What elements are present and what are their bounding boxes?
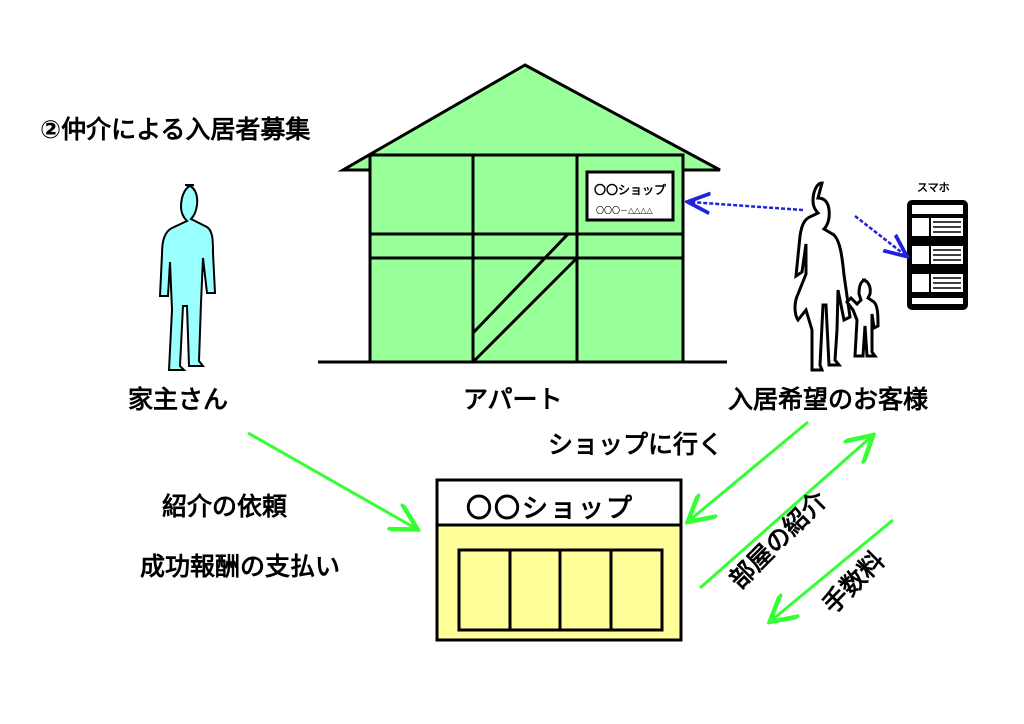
arrow-commission xyxy=(772,518,894,620)
arrow-customer-to-sign xyxy=(690,202,804,210)
customer-label: 入居希望のお客様 xyxy=(728,385,929,414)
shop-building xyxy=(435,478,683,642)
person-silhouette-icon xyxy=(158,184,217,371)
arrow-customer-to-shop xyxy=(690,420,809,520)
landlord-label: 家主さん xyxy=(128,385,228,414)
family-silhouette-icon xyxy=(793,181,880,372)
commission-label: 手数料 xyxy=(817,546,891,620)
smartphone-label: スマホ xyxy=(917,181,950,194)
diagram-title: ②仲介による入居者募集 xyxy=(40,115,311,144)
sign-title: 〇〇ショップ xyxy=(594,182,667,197)
arrow-customer-to-smartphone xyxy=(854,215,905,255)
apartment-building: 〇〇ショップ 〇〇〇－△△△△ xyxy=(318,63,727,364)
arrow-landlord-to-shop xyxy=(247,431,415,528)
apartment-label: アパート xyxy=(463,385,563,414)
go-to-shop-label: ショップに行く xyxy=(548,430,723,459)
shop-title: 〇〇ショップ xyxy=(466,494,634,524)
shop-sign xyxy=(585,170,675,222)
sign-phone: 〇〇〇－△△△△ xyxy=(596,206,653,215)
room-intro-label: 部屋の紹介 xyxy=(724,485,834,595)
request-label: 紹介の依頼 xyxy=(162,492,288,521)
arrow-shop-to-customer xyxy=(699,437,871,590)
success-fee-label: 成功報酬の支払い xyxy=(140,552,340,581)
staircase xyxy=(471,232,570,335)
smartphone-icon xyxy=(907,200,968,310)
